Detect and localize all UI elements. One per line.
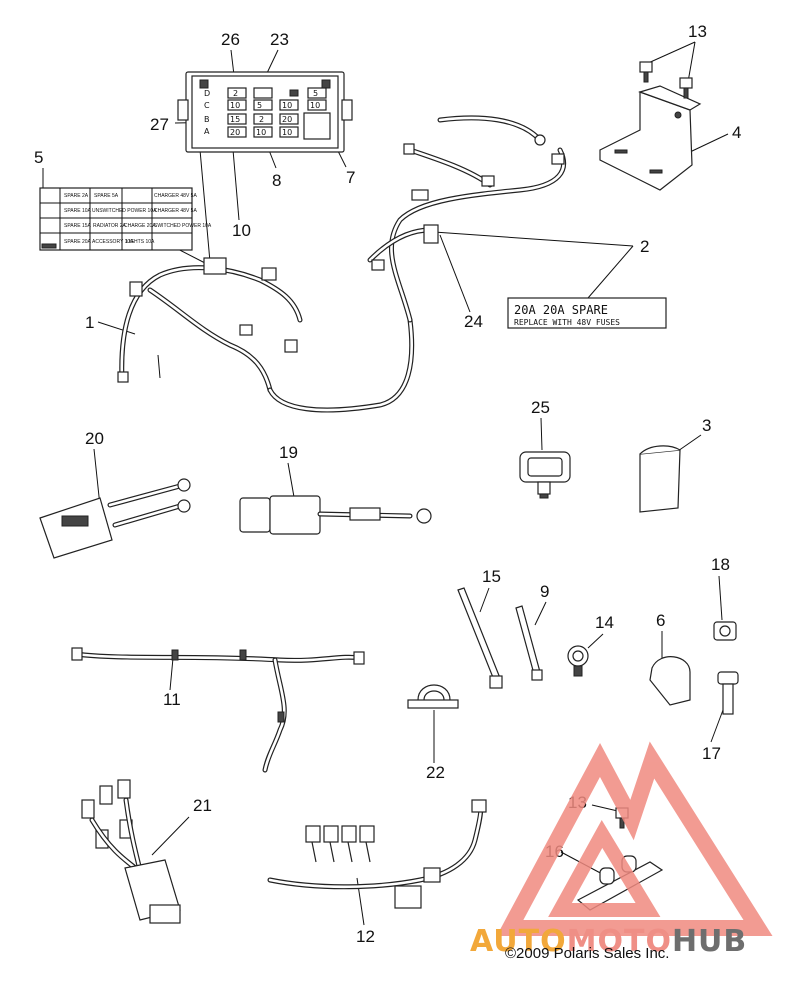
callout-25: 25	[531, 398, 550, 417]
callout-9: 9	[540, 582, 549, 601]
callout-3: 3	[702, 416, 711, 435]
fuse-cell-2: 5	[313, 89, 318, 98]
fuse-chart-r2c4: CHARGER 48V 5A	[154, 208, 197, 214]
callout-18: 18	[711, 555, 730, 574]
screws-13-top	[639, 61, 693, 99]
callout-13-top: 13	[688, 22, 707, 41]
callout-17: 17	[702, 744, 721, 763]
callout-22: 22	[426, 763, 445, 782]
callout-10: 10	[232, 221, 251, 240]
fuse-cell-9: 20	[282, 115, 292, 124]
callout-7: 7	[346, 168, 355, 187]
fuse-chart-r4c2: ACCESSORY 10A	[92, 239, 134, 245]
fuse-chart-r3c4: SWITCHED POWER 10A	[154, 223, 212, 229]
fuse-cell-3: 5	[257, 101, 262, 110]
connector-25	[519, 451, 571, 499]
fuse-chart-r1c4: CHARGER 48V 5A	[154, 193, 197, 199]
battery-cable-19	[239, 495, 432, 535]
fuse-row-label-a: A	[204, 127, 210, 136]
callout-24: 24	[464, 312, 483, 331]
fuse-row-label-d: D	[204, 89, 210, 98]
callout-8: 8	[272, 171, 281, 190]
fuse-chart-r4c1: SPARE 20A	[64, 239, 92, 245]
harness-11	[71, 647, 365, 773]
bracket-4	[599, 85, 702, 191]
callout-1: 1	[85, 313, 94, 332]
harness-12	[267, 799, 487, 909]
fuse-row-label-b: B	[204, 115, 210, 124]
callout-4: 4	[732, 123, 741, 142]
copyright-text: ©2009 Polaris Sales Inc.	[505, 945, 670, 962]
callout-11: 11	[163, 690, 181, 709]
callout-2: 2	[640, 237, 649, 256]
fuse-cell-4: 10	[230, 101, 240, 110]
fuse-chart-r3c1: SPARE 15A	[64, 223, 92, 229]
callout-26: 26	[221, 30, 240, 49]
fuse-cell-12: 10	[282, 128, 292, 137]
callout-5: 5	[34, 148, 43, 167]
fuse-chart-r2c2: UNSWITCHED POWER 10A	[92, 208, 157, 214]
fuse-chart-r3c3: CHARGE 20A	[124, 223, 156, 229]
fuse-cell-10: 20	[230, 128, 240, 137]
small-hardware	[567, 621, 739, 715]
strap-22	[407, 684, 459, 709]
fuse-row-label-c: C	[204, 101, 210, 110]
battery-cable-20	[39, 478, 191, 559]
callout-21: 21	[193, 796, 212, 815]
main-wire-harness	[117, 257, 415, 413]
watermark-logo-graphic	[496, 741, 773, 936]
callout-6: 6	[656, 611, 665, 630]
fuse-chart-r4c3: LIGHTS 10A	[126, 239, 155, 245]
watermark-logo: AUTOMOTOHUB	[470, 924, 748, 959]
fuse-label-line2: REPLACE WITH 48V FUSES	[514, 318, 620, 327]
callout-14: 14	[595, 613, 614, 632]
fuse-cell-6: 10	[310, 101, 320, 110]
callout-15: 15	[482, 567, 501, 586]
callout-23: 23	[270, 30, 289, 49]
fuse-chart-r2c1: SPARE 10A	[64, 208, 92, 214]
callout-labels: 26 23 27 5 8 7 10 13 4 2 1 24 25 3 20 19…	[34, 22, 741, 946]
fuse-cell-7: 15	[230, 115, 240, 124]
fuse-cell-11: 10	[256, 128, 266, 137]
fuse-replacement-label: 20A 20A SPARE REPLACE WITH 48V FUSES	[507, 297, 667, 329]
callout-12: 12	[356, 927, 375, 946]
fuse-chart-label: SPARE 2A SPARE 5A CHARGER 48V 5A SPARE 1…	[39, 187, 212, 251]
fuse-chart-r1c1: SPARE 2A	[64, 193, 89, 199]
harness-2	[367, 115, 567, 323]
fuse-cell-8: 2	[259, 115, 264, 124]
callout-20: 20	[85, 429, 104, 448]
fuse-chart-r3c2: RADIATOR 2A	[93, 223, 127, 229]
harness-21	[81, 779, 181, 924]
fuse-cell-5: 10	[282, 101, 292, 110]
callout-19: 19	[279, 443, 298, 462]
fuse-chart-r1c2: SPARE 5A	[94, 193, 119, 199]
fuse-label-line1: 20A 20A SPARE	[514, 303, 608, 317]
callout-27: 27	[150, 115, 169, 134]
fuse-cell-1: 2	[233, 89, 238, 98]
cable-ties	[457, 587, 543, 689]
boot-3	[639, 445, 681, 513]
fuse-box: D C B A 2 5 5 10 10 10 15 2 20 20 10 10	[177, 71, 353, 153]
